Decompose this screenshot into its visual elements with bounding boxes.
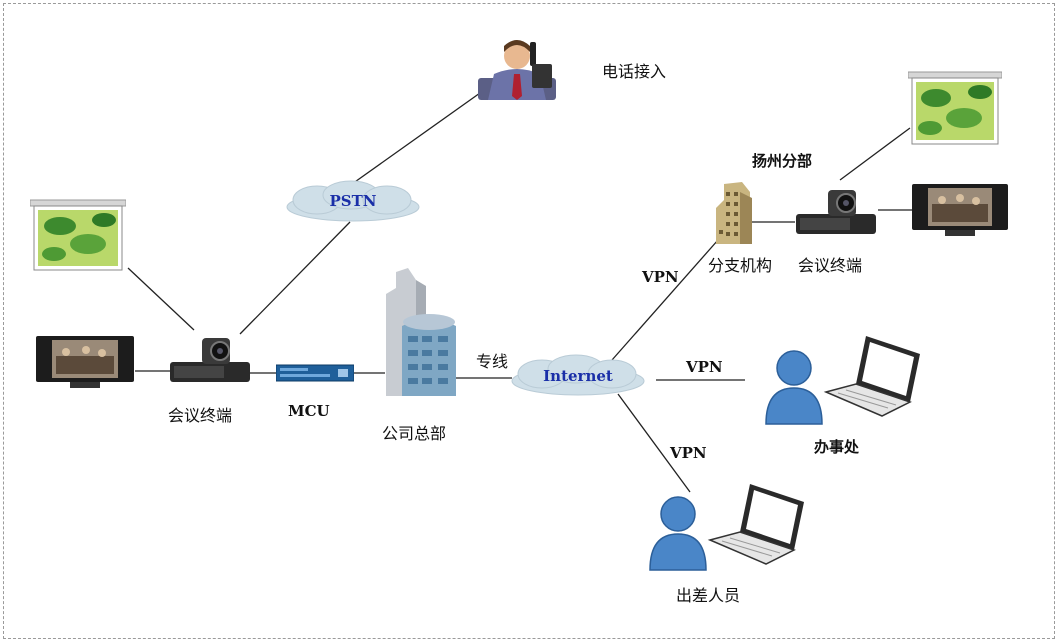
travel-laptop — [706, 478, 814, 570]
right-projector-screen — [907, 70, 1003, 146]
left-tv — [36, 336, 134, 392]
travel-user — [646, 494, 710, 572]
video-codec-icon — [796, 190, 876, 234]
office-tower-icon — [386, 268, 456, 396]
right-terminal-label: 会议终端 — [798, 256, 863, 275]
video-codec-icon — [170, 338, 250, 382]
office-user — [762, 348, 826, 426]
building-icon — [716, 182, 752, 244]
link-screen-terminal — [127, 267, 195, 331]
office-laptop — [822, 330, 930, 422]
link-pstn-phone — [351, 92, 481, 185]
yangzhou-branch-label: 扬州分部 — [752, 152, 813, 170]
user-icon — [649, 496, 707, 571]
businessman-phone-icon — [478, 40, 556, 100]
laptop-icon — [707, 484, 804, 565]
laptop-icon — [823, 336, 920, 417]
link-internet-travel — [617, 393, 691, 493]
right-conference-terminal — [794, 186, 878, 238]
user-icon — [765, 350, 823, 425]
link-terminal-pstn — [239, 221, 351, 335]
mcu-rack-icon — [275, 364, 355, 382]
diagram-border — [3, 3, 1055, 639]
pstn-label: PSTN — [329, 192, 377, 210]
flat-tv-icon — [36, 336, 134, 388]
left-terminal-label: 会议终端 — [168, 406, 233, 425]
internet-label: Internet — [543, 367, 613, 385]
link-internet-branch — [611, 239, 719, 361]
projector-screen-icon — [907, 71, 1003, 145]
mcu-label: MCU — [288, 402, 330, 420]
leased-line-label: 专线 — [476, 352, 509, 371]
vpn-travel-label: VPN — [670, 444, 707, 462]
traveling-staff-label: 出差人员 — [676, 586, 741, 605]
hq-building — [380, 264, 460, 400]
branch-building — [714, 180, 754, 244]
right-tv — [912, 184, 1008, 240]
vpn-office-label: VPN — [686, 358, 723, 376]
internet-cloud: Internet — [508, 354, 648, 400]
cloud-icon — [286, 180, 420, 222]
mcu-device — [275, 364, 355, 382]
office-label: 办事处 — [814, 438, 860, 456]
phone-user — [474, 34, 560, 102]
link-terminal-screen — [839, 127, 911, 181]
cloud-icon — [511, 354, 645, 396]
vpn-branch-label: VPN — [642, 268, 679, 286]
hq-label: 公司总部 — [382, 424, 447, 443]
left-projector-screen — [29, 198, 127, 272]
phone-access-label: 电话接入 — [602, 62, 667, 81]
branch-org-label: 分支机构 — [708, 256, 773, 275]
projector-screen-icon — [29, 199, 127, 271]
pstn-cloud: PSTN — [283, 180, 423, 226]
left-conference-terminal — [168, 334, 252, 386]
flat-tv-icon — [912, 184, 1008, 236]
